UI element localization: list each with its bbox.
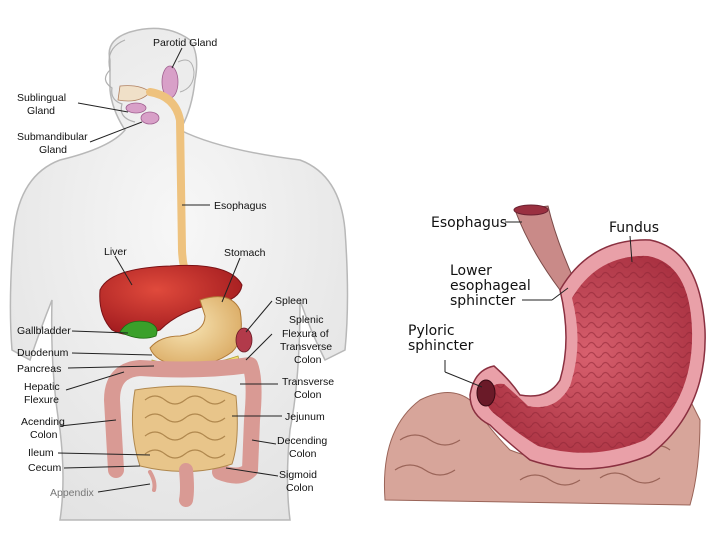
esophagus-opening [513, 204, 549, 216]
rectum [179, 463, 194, 507]
label-hepatic-flexure-line2: Flexure [24, 394, 59, 406]
label-cecum: Cecum [28, 462, 62, 474]
label-esophagus: Esophagus [214, 200, 267, 212]
label-transverse-colon-line2: Colon [294, 389, 322, 401]
leader-lines [57, 47, 282, 493]
label-splenic-flexura-line2: Flexura of [282, 328, 329, 340]
label-splenic-flexura-line4: Colon [294, 354, 322, 366]
label-decending-colon-line2: Colon [289, 448, 317, 460]
label-acending-colon-line1: Acending [21, 416, 65, 428]
appendix [148, 470, 157, 492]
label-les-line2: esophageal [450, 278, 531, 294]
label-les-line1: Lower [450, 263, 492, 279]
label-stomach: Stomach [224, 247, 266, 259]
stomach-cutaway-diagram: Esophagus Fundus Lower esophageal sphinc… [383, 204, 706, 506]
colon [104, 357, 262, 484]
spleen [235, 327, 253, 353]
label-transverse-colon-line1: Transverse [282, 376, 334, 388]
label-sublingual-gland-line1: Sublingual [17, 92, 66, 104]
label-hepatic-flexure-line1: Hepatic [24, 381, 60, 393]
rugae-texture [485, 255, 693, 453]
label-sublingual-gland-line2: Gland [27, 105, 55, 117]
label-les-line3: sphincter [450, 293, 516, 309]
label-fundus: Fundus [609, 220, 659, 236]
label-submandibular-gland-line2: Gland [39, 144, 67, 156]
label-pyloric-line1: Pyloric [408, 323, 455, 339]
label-esophagus-right: Esophagus [431, 215, 507, 231]
pyloric-sphincter [476, 379, 496, 407]
label-ileum: Ileum [28, 447, 54, 459]
label-jejunum: Jejunum [285, 411, 325, 423]
stomach-leader-lines [444, 221, 633, 388]
label-sigmoid-colon-line2: Colon [286, 482, 314, 494]
body-diagram: Parotid Gland Sublingual Gland Submandib… [9, 27, 349, 521]
label-gallbladder: Gallbladder [17, 325, 71, 337]
label-spleen: Spleen [275, 295, 308, 307]
label-decending-colon-line1: Decending [277, 435, 327, 447]
label-duodenum: Duodenum [17, 347, 69, 359]
label-liver: Liver [104, 246, 127, 258]
label-sigmoid-colon-line1: Sigmoid [279, 469, 317, 481]
sublingual-gland [125, 102, 147, 114]
gallbladder [119, 320, 158, 339]
submandibular-gland [140, 111, 160, 125]
label-splenic-flexura-line3: Transverse [280, 341, 332, 353]
small-intestine-coils [144, 395, 226, 459]
label-pancreas: Pancreas [17, 363, 61, 375]
label-appendix: Appendix [50, 487, 95, 499]
label-parotid-gland: Parotid Gland [153, 37, 217, 49]
small-intestine [131, 385, 238, 472]
label-submandibular-gland-line1: Submandibular [17, 131, 88, 143]
label-acending-colon-line2: Colon [30, 429, 58, 441]
label-pyloric-line2: sphincter [408, 338, 474, 354]
label-splenic-flexura-line1: Splenic [289, 314, 323, 326]
intestine-folds [394, 434, 671, 486]
ear [177, 59, 195, 93]
